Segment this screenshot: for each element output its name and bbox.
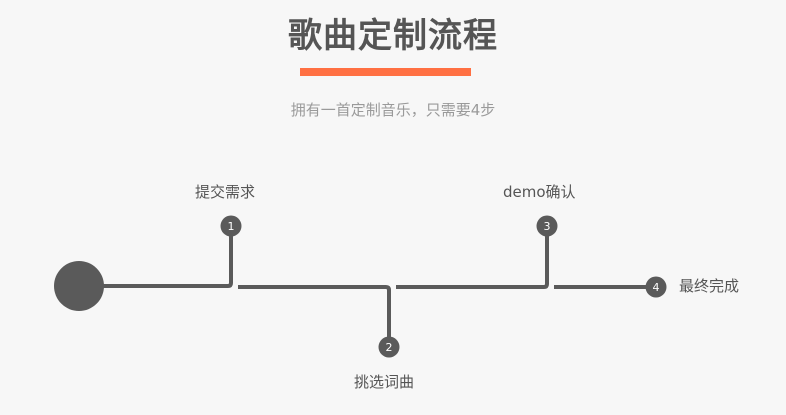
step-marker-3: 3 (536, 215, 558, 237)
step-marker-1: 1 (220, 215, 242, 237)
connector-step-1 (100, 226, 233, 288)
page-title: 歌曲定制流程 (288, 16, 498, 56)
step-number-1: 1 (228, 220, 235, 233)
step-label-4: 最终完成 (679, 277, 740, 295)
step-number-3: 3 (544, 220, 551, 233)
step-number-2: 2 (386, 341, 393, 354)
step-label-3: demo确认 (503, 183, 576, 201)
connector-step-3 (396, 226, 549, 289)
start-node (54, 261, 104, 311)
connector-step-2 (238, 285, 391, 347)
title-underline (300, 68, 471, 76)
step-marker-4: 4 (645, 276, 667, 298)
step-number-4: 4 (653, 281, 660, 294)
step-label-2: 挑选词曲 (354, 373, 415, 391)
page-subtitle: 拥有一首定制音乐，只需要4步 (290, 101, 496, 119)
step-marker-2: 2 (378, 336, 400, 358)
step-label-1: 提交需求 (195, 183, 256, 201)
